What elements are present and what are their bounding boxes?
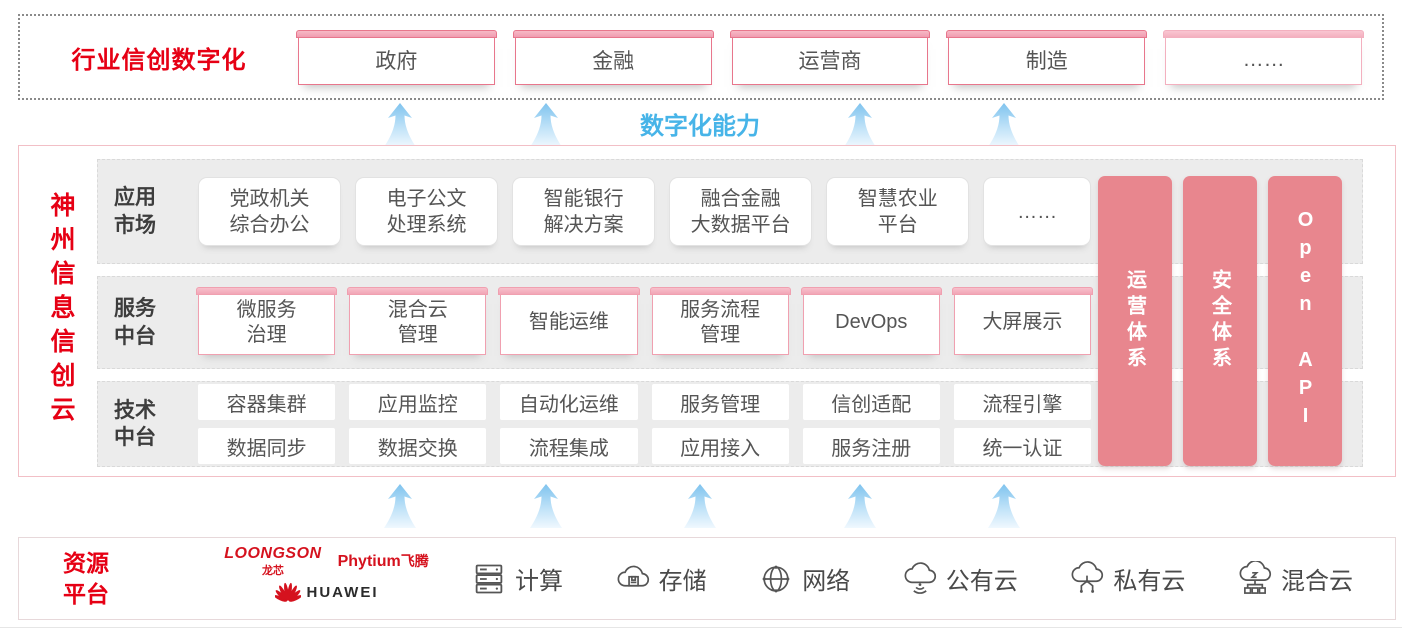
app-market-label: 应用 市场 <box>114 186 156 237</box>
up-arrow-icon <box>844 103 876 147</box>
tech-box: 流程引擎 <box>953 384 1092 420</box>
huawei-flower-icon <box>274 582 301 602</box>
tech-box: 数据交换 <box>349 428 487 464</box>
resource-item-storage: 存储 <box>615 561 707 597</box>
tech-box: 统一认证 <box>953 428 1092 464</box>
service-box: 智能运维 <box>498 286 640 355</box>
app-box: 智慧农业 平台 <box>826 177 970 246</box>
platform-panel: 神州信息信创云 应用 市场 党政机关 综合办公 电子公文 处理系统 智能银行 解… <box>18 145 1396 477</box>
service-box: 混合云 管理 <box>347 286 489 355</box>
sector-telecom: 运营商 <box>729 30 931 85</box>
pillar-security-system: 安全体系 <box>1183 176 1257 466</box>
resource-label: 资源 平台 <box>63 549 109 607</box>
bottom-divider <box>0 627 1402 628</box>
pillar-open-api: Open API <box>1268 176 1342 466</box>
service-platform-label: 服务 中台 <box>114 297 156 348</box>
resource-item-public-cloud: 公有云 <box>902 561 1018 597</box>
sector-manufacturing: 制造 <box>946 30 1147 85</box>
service-platform-items: 微服务 治理 混合云 管理 智能运维 服务流程 管理 DevOps 大屏展示 <box>195 286 1094 355</box>
platform-title: 神州信息信创云 <box>47 192 75 430</box>
resource-item-compute: 计算 <box>471 561 563 597</box>
up-arrow-icon <box>384 103 416 147</box>
capability-label: 数字化能力 <box>640 113 760 140</box>
up-arrow-icon <box>988 484 1020 528</box>
tech-box: 流程集成 <box>500 428 638 464</box>
resource-item-hybrid-cloud: 混合云 <box>1237 560 1353 597</box>
industry-band-title: 行业信创数字化 <box>71 46 247 74</box>
app-box: 党政机关 综合办公 <box>198 177 342 246</box>
pillar-operations-system: 运营体系 <box>1098 176 1172 466</box>
app-box: 电子公文 处理系统 <box>355 177 499 246</box>
up-arrow-icon <box>530 484 562 528</box>
tech-box: 自动化运维 <box>500 384 638 420</box>
app-box: 融合金融 大数据平台 <box>669 177 813 246</box>
tech-box: 数据同步 <box>198 428 336 464</box>
up-arrow-icon <box>530 103 562 147</box>
network-icon <box>762 565 790 592</box>
tech-box: 容器集群 <box>198 384 336 420</box>
app-box: 智能银行 解决方案 <box>512 177 656 246</box>
private-cloud-icon <box>1071 560 1104 593</box>
resource-items: 计算 存储 网络 <box>471 538 1353 619</box>
sector-finance: 金融 <box>512 30 714 85</box>
app-box-more: …… <box>983 177 1092 246</box>
phytium-logo: Phytium飞腾 <box>337 553 429 570</box>
platform-title-wrap: 神州信息信创云 <box>43 146 79 476</box>
tech-box: 应用接入 <box>651 428 789 464</box>
hybrid-cloud-icon <box>1239 560 1272 594</box>
resource-panel: 资源 平台 LOONGSON 龙芯 Phytium飞腾 <box>18 537 1396 620</box>
tech-box: 信创适配 <box>802 384 940 420</box>
sector-more: …… <box>1163 30 1364 85</box>
vendor-logos: LOONGSON 龙芯 Phytium飞腾 <box>219 545 434 603</box>
public-cloud-icon <box>904 561 936 594</box>
tech-platform-items: 容器集群 应用监控 自动化运维 服务管理 信创适配 流程引擎 数据同步 数据交换… <box>198 384 1092 464</box>
service-box: DevOps <box>800 286 943 355</box>
resource-item-private-cloud: 私有云 <box>1069 560 1185 597</box>
tech-platform-label: 技术 中台 <box>114 398 156 449</box>
service-box: 大屏展示 <box>951 286 1094 355</box>
resource-item-network: 网络 <box>758 561 850 597</box>
up-arrow-icon <box>988 103 1020 147</box>
huawei-logo: HUAWEI <box>219 581 434 603</box>
industry-band: 行业信创数字化 政府 金融 运营商 制造 …… <box>18 14 1384 100</box>
sector-government: 政府 <box>296 30 497 85</box>
sector-row: 政府 金融 运营商 制造 …… <box>296 29 1364 85</box>
tech-box: 服务管理 <box>651 384 789 420</box>
service-box: 微服务 治理 <box>195 286 338 355</box>
up-arrow-icon <box>844 484 876 528</box>
up-arrow-icon <box>384 484 416 528</box>
tech-box: 服务注册 <box>802 428 940 464</box>
service-box: 服务流程 管理 <box>649 286 791 355</box>
storage-icon <box>617 565 649 587</box>
compute-icon <box>475 564 503 593</box>
tech-box: 应用监控 <box>349 384 487 420</box>
app-market-items: 党政机关 综合办公 电子公文 处理系统 智能银行 解决方案 融合金融 大数据平台… <box>198 177 1092 246</box>
service-platform-row: 服务 中台 微服务 治理 混合云 管理 智能运维 服务流程 管理 DevOps … <box>97 276 1363 369</box>
app-market-row: 应用 市场 党政机关 综合办公 电子公文 处理系统 智能银行 解决方案 融合金融… <box>97 159 1363 264</box>
loongson-logo: LOONGSON 龙芯 <box>224 545 322 577</box>
tech-platform-row: 技术 中台 容器集群 应用监控 自动化运维 服务管理 信创适配 流程引擎 数据同… <box>97 381 1363 467</box>
up-arrow-icon <box>684 484 716 528</box>
